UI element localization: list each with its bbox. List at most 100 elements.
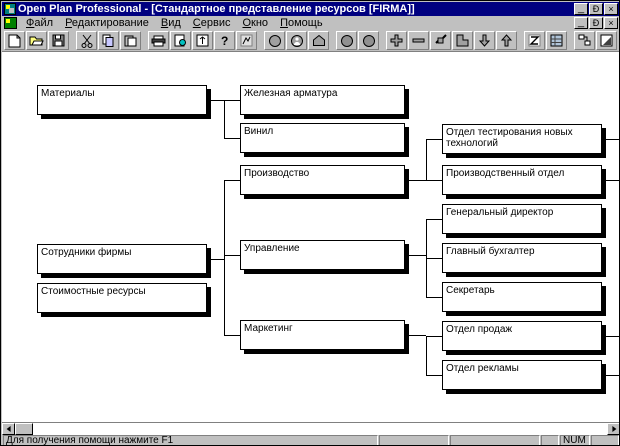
connector [224,138,240,139]
print-icon[interactable] [148,31,169,50]
menu-items: Файл Редактирование Вид Сервис Окно Помо… [20,17,574,30]
minimize-button[interactable]: _ [574,3,588,15]
close-button[interactable]: × [604,3,618,15]
node-generalnyy-direktor[interactable]: Генеральный директор [442,204,602,234]
restore-icon: Ð [592,4,600,14]
mdi-restore-button[interactable]: Ð [589,17,603,29]
scrollbar-track[interactable] [15,423,607,435]
link-icon[interactable] [430,31,451,50]
mdi-close-button[interactable]: × [604,17,618,29]
node-label: Управление [244,243,300,254]
menu-accel: Р [65,16,72,29]
connector [207,259,224,260]
context-help-icon[interactable] [236,31,257,50]
connector [224,255,240,256]
minimize-icon: _ [577,2,585,14]
node-stoimostnye-resursy[interactable]: Стоимостные ресурсы [37,283,207,313]
add-plus-icon[interactable] [386,31,407,50]
sort-icon[interactable] [192,31,213,50]
node-label: Винил [244,126,274,137]
menu-item-service-label: ервис [200,16,231,29]
connector [207,100,224,101]
node-otdel-prodazh[interactable]: Отдел продаж [442,321,602,351]
scroll-right-icon[interactable] [607,423,619,435]
menu-item-window[interactable]: Окно [236,17,274,30]
network-view-icon[interactable] [574,31,595,50]
save-disk-icon[interactable] [48,31,69,50]
document-icon[interactable] [4,17,17,29]
restore-window-icon[interactable] [596,31,617,50]
connector [224,100,225,139]
node-proizvodstvennyy-otdel[interactable]: Производственный отдел [442,165,602,195]
restore-icon: Ð [592,18,600,28]
connector [426,139,442,140]
mdi-minimize-button[interactable]: _ [574,17,588,29]
toolbar: ? [2,30,619,52]
resource-person-icon[interactable] [286,31,307,50]
node-label: Отдел продаж [446,324,513,335]
resource-circle-icon[interactable] [264,31,285,50]
node-label: Производство [244,168,310,179]
grid-view-icon[interactable] [546,31,567,50]
status-bar: Для получения помощи нажмите F1 NUM [2,435,619,445]
node-materialy[interactable]: Материалы [37,85,207,115]
window-title: Open Plan Professional - [Стандартное пр… [18,2,415,15]
resource-shape-icon[interactable] [308,31,329,50]
scrollbar-thumb[interactable] [15,423,33,435]
menu-item-view-label: ид [168,16,181,29]
move-down-icon[interactable] [474,31,495,50]
connector [426,375,442,376]
open-plan-icon[interactable] [4,3,16,15]
restore-button[interactable]: Ð [589,3,603,15]
menu-item-help[interactable]: Помощь [274,17,329,30]
node-otdel-testirovaniya[interactable]: Отдел тестирования новых технологий [442,124,602,154]
new-file-icon[interactable] [4,31,25,50]
status-pane-4 [591,435,619,445]
status-pane-3 [541,435,559,445]
menu-item-file[interactable]: Файл [20,17,59,30]
node-label: Сотрудники фирмы [41,247,132,258]
help-question-icon[interactable]: ? [214,31,235,50]
node-zheleznaya-armatura[interactable]: Железная арматура [240,85,405,115]
node-otdel-reklamy[interactable]: Отдел рекламы [442,360,602,390]
svg-text:?: ? [221,34,228,47]
print-preview-icon[interactable] [170,31,191,50]
move-up-icon[interactable] [496,31,517,50]
node-upravlenie[interactable]: Управление [240,240,405,270]
menu-item-view[interactable]: Вид [155,17,187,30]
paste-icon[interactable] [120,31,141,50]
menu-item-edit-label: едактирование [71,16,149,29]
remove-minus-icon[interactable] [408,31,429,50]
cut-scissors-icon[interactable] [76,31,97,50]
zigzag-icon[interactable] [524,31,545,50]
node-sotrudniki-firmy[interactable]: Сотрудники фирмы [37,244,207,274]
node-proizvodstvo[interactable]: Производство [240,165,405,195]
connector [224,180,240,181]
scroll-left-icon[interactable] [2,423,15,435]
node-sekretar[interactable]: Секретарь [442,282,602,312]
node-vinil[interactable]: Винил [240,123,405,153]
connector [602,139,619,140]
menu-item-service[interactable]: Сервис [187,17,237,30]
mdi-client-area[interactable]: Материалы Сотрудники фирмы Стоимостные р… [2,52,619,422]
connector [602,180,619,181]
connector [426,139,427,181]
step-icon[interactable] [452,31,473,50]
node-marketing[interactable]: Маркетинг [240,320,405,350]
status-message: Для получения помощи нажмите F1 [3,435,378,445]
node-label: Железная арматура [244,88,338,99]
horizontal-scrollbar[interactable] [2,422,619,435]
filled-circle-2-icon[interactable] [358,31,379,50]
window-controls: _ Ð × [574,3,619,15]
filled-circle-icon[interactable] [336,31,357,50]
copy-icon[interactable] [98,31,119,50]
menu-bar: Файл Редактирование Вид Сервис Окно Помо… [2,16,619,30]
status-pane-2 [450,435,540,445]
node-label: Материалы [41,88,95,99]
node-glavnyy-buhgalter[interactable]: Главный бухгалтер [442,243,602,273]
status-pane-1 [379,435,449,445]
node-label: Секретарь [446,285,495,296]
menu-item-edit[interactable]: Редактирование [59,17,155,30]
open-folder-icon[interactable] [26,31,47,50]
resource-tree-diagram: Материалы Сотрудники фирмы Стоимостные р… [2,52,619,422]
